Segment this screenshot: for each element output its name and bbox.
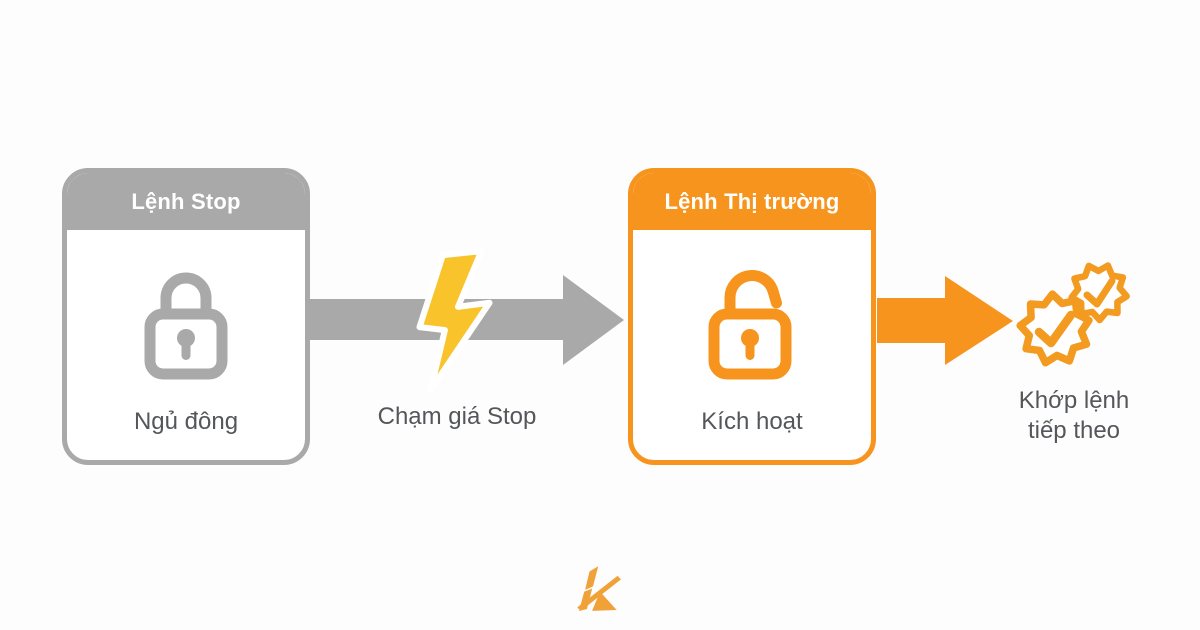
card-stop-order-header: Lệnh Stop (67, 173, 305, 230)
outcome-label-line1: Khớp lệnh (1018, 387, 1130, 414)
card-stop-order-label: Ngủ đông (133, 408, 239, 435)
lightning-bolt-icon (416, 248, 493, 393)
gears-checkmarks-icon (1016, 262, 1130, 367)
orange-arrow (877, 276, 1013, 365)
lock-closed-icon (136, 230, 236, 408)
card-market-order-header: Lệnh Thị trường (633, 173, 871, 230)
card-market-order-body: Kích hoạt (633, 230, 871, 460)
card-market-order: Lệnh Thị trường Kích hoạt (628, 168, 876, 465)
outcome-label-line2: tiếp theo (1027, 417, 1121, 444)
transition-label: Chạm giá Stop (377, 403, 537, 430)
k-logo (577, 566, 621, 611)
card-market-order-label: Kích hoạt (701, 408, 803, 435)
outcome-label: Khớp lệnh tiếp theo (989, 386, 1159, 446)
card-stop-order: Lệnh Stop Ngủ đông (62, 168, 310, 465)
lock-open-icon (700, 230, 804, 408)
card-stop-order-body: Ngủ đông (67, 230, 305, 460)
